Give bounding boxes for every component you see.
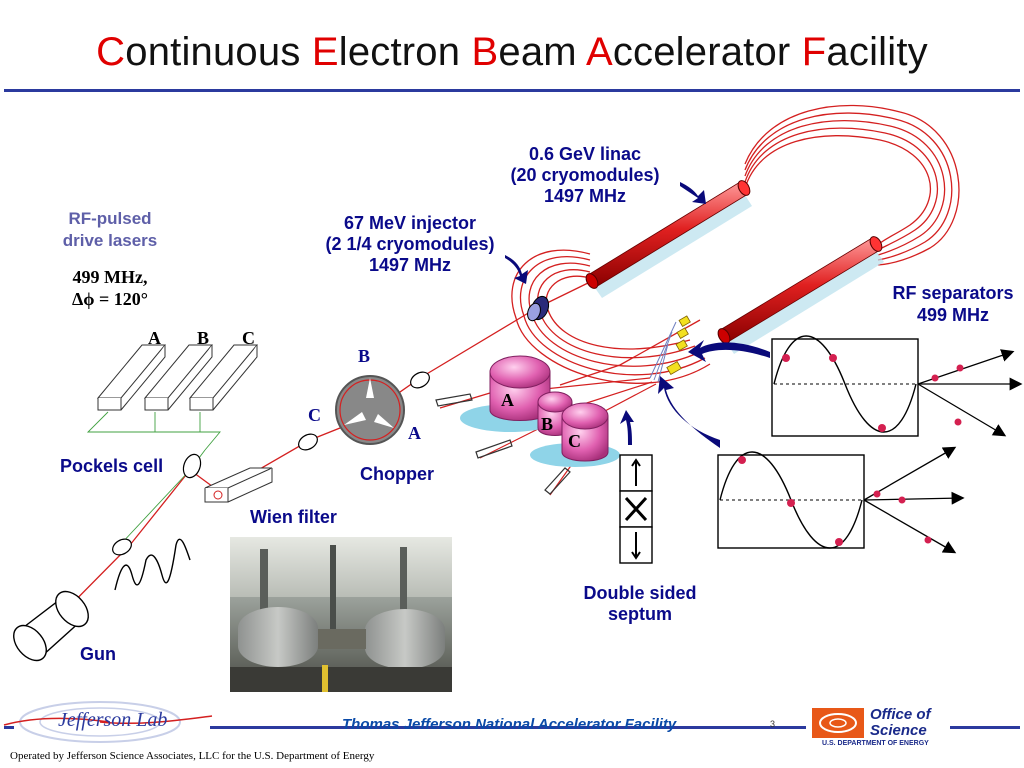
doe-wordmark: U.S. DEPARTMENT OF ENERGY — [822, 740, 929, 747]
injector-label: 67 MeV injector (2 1/4 cryomodules) 1497… — [325, 213, 495, 275]
laser-paths — [86, 411, 221, 546]
title-cap-1: C — [96, 30, 126, 74]
drive-lasers — [96, 344, 259, 411]
hall-c-label: C — [568, 431, 581, 451]
page-number: 3 — [770, 719, 776, 729]
injector-cryomodule — [527, 295, 550, 322]
laser-a-label: A — [148, 328, 161, 348]
title-cap-4: A — [585, 30, 613, 74]
extraction-lines — [649, 321, 677, 383]
title-cap-5: F — [801, 30, 827, 74]
title-rest-2: lectron — [338, 30, 472, 74]
chopper-label: Chopper — [360, 464, 434, 484]
laser-frequency-label: 499 MHz, Δϕ = 120° — [72, 267, 148, 309]
rf-phase-plot-lower — [717, 451, 865, 549]
title-rest-1: ontinuous — [125, 30, 312, 74]
title-cap-2: E — [311, 30, 339, 74]
office-of-science-wordmark: Office of Science — [870, 706, 931, 739]
chopper-a-label: A — [408, 423, 421, 443]
pockels-cell-label: Pockels cell — [60, 456, 164, 476]
title-rest-4: ccelerator — [612, 30, 802, 74]
jefferson-lab-wordmark: Jefferson Lab — [58, 709, 168, 731]
beam-dumps — [435, 393, 571, 495]
laser-c-label: C — [242, 328, 255, 348]
gun-label: Gun — [80, 644, 116, 664]
title-rest-5: acility — [826, 30, 928, 74]
beam-line — [47, 281, 701, 629]
title-cap-3: B — [471, 30, 499, 74]
jefferson-lab-logo — [3, 701, 213, 743]
title-rule — [4, 89, 1020, 92]
rf-pulsed-lasers-label: RF-pulsed drive lasers — [62, 209, 158, 250]
south-linac — [717, 236, 884, 354]
operated-by-note: Operated by Jefferson Science Associates… — [10, 750, 375, 762]
septum-panels — [619, 454, 653, 564]
wien-filter-box — [204, 467, 273, 503]
recirculation-arc-left — [511, 249, 711, 384]
beam-elements — [112, 371, 430, 556]
rf-separators-label: RF separators 499 MHz — [892, 283, 1014, 325]
chopper-b-label: B — [358, 346, 371, 366]
footer-rule-right — [950, 726, 1020, 729]
wien-filter-label: Wien filter — [250, 507, 337, 527]
recirculation-arc-right — [744, 104, 960, 266]
slide-title: Continuous Electron Beam Accelerator Fac… — [0, 30, 1024, 75]
facility-name: Thomas Jefferson National Accelerator Fa… — [342, 716, 677, 733]
office-of-science-logo — [812, 708, 864, 738]
footer-rule-left — [4, 726, 14, 729]
hall-a-label: A — [501, 390, 514, 410]
chopper-c-label: C — [308, 405, 321, 425]
rf-separator-cavities — [666, 315, 691, 376]
pulse-train — [114, 538, 191, 591]
wien-filter-photo — [230, 537, 452, 692]
laser-b-label: B — [197, 328, 210, 348]
hall-b-label: B — [541, 414, 554, 434]
linac-label: 0.6 GeV linac (20 cryomodules) 1497 MHz — [510, 144, 660, 206]
chopper-disc — [335, 375, 405, 445]
double-sided-septum-label: Double sided septum — [583, 583, 697, 624]
hall-a — [489, 355, 551, 421]
title-rest-3: eam — [498, 30, 586, 74]
hall-c — [561, 402, 609, 462]
separated-bunches — [873, 364, 964, 544]
north-linac — [585, 180, 752, 298]
pointer-arrows — [505, 182, 770, 448]
footer-rule-middle — [210, 726, 806, 729]
gun-cylinder — [13, 590, 89, 662]
rf-phase-plot-upper — [771, 335, 919, 437]
